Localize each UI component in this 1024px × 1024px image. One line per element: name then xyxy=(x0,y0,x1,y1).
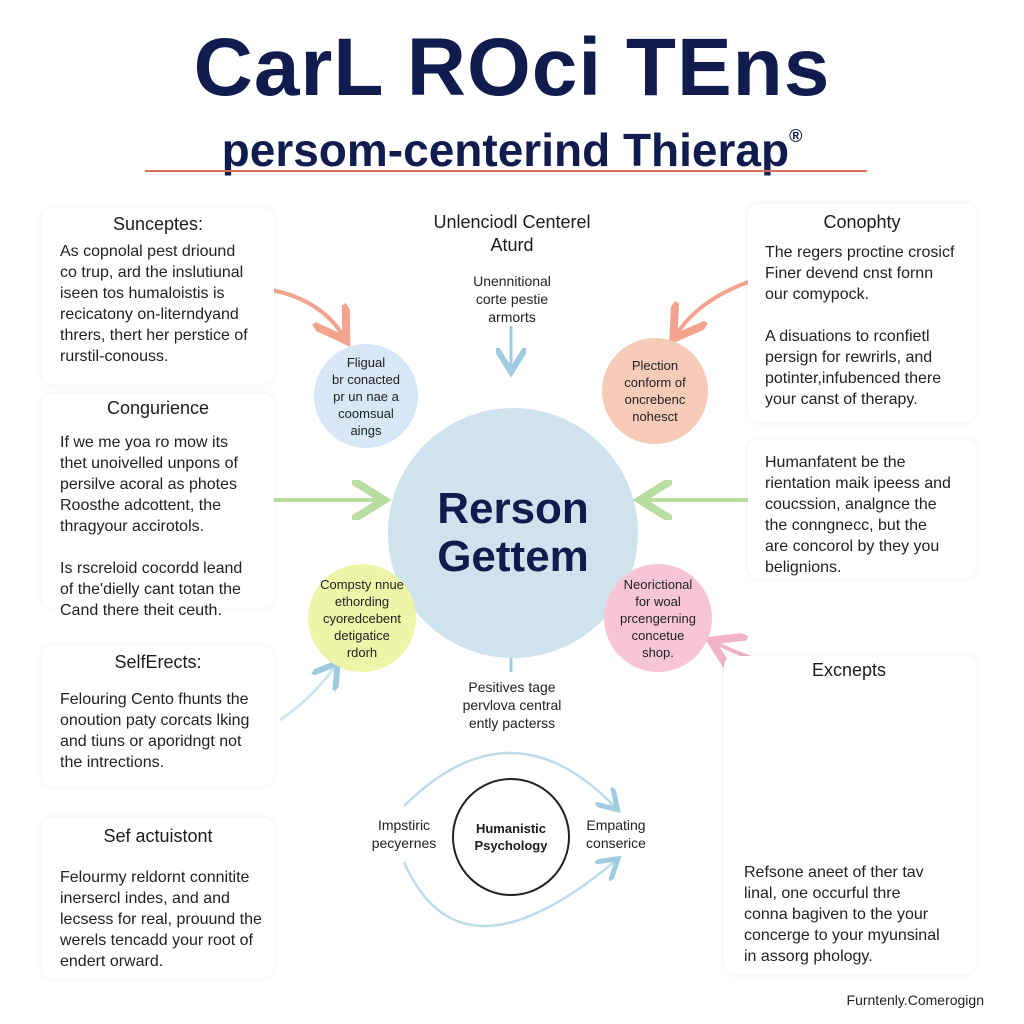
card-heading: SelfErects: xyxy=(114,652,202,672)
subtitle-text: persom-centerind Thierap xyxy=(221,124,790,176)
card-humanfatent: Humanfatent be the rientation maik ipees… xyxy=(748,440,976,578)
cycle-arc-bottom xyxy=(402,862,614,928)
card-conophty: Conophty The regers proctine crosicf Fin… xyxy=(748,204,976,422)
card-body: Felouring Cento fhunts the onoution paty… xyxy=(60,691,250,771)
card-heading: Conophty xyxy=(823,212,901,232)
registered-mark: ® xyxy=(789,126,803,146)
page-title: CarL ROci TEns xyxy=(193,22,831,113)
card-body: Refsone aneet of ther tav linal, one occ… xyxy=(744,864,940,965)
arrow-bottom-left xyxy=(279,668,334,722)
card-body: The regers proctine crosicf Finer devend… xyxy=(765,244,955,408)
top-center-caption: Unennitional corte pestie armorts xyxy=(473,273,551,325)
card-heading: Sef actuistont xyxy=(103,826,213,846)
card-excnepts: Excnepts Refsone aneet of ther tav linal… xyxy=(724,656,976,974)
card-sunceptes: Sunceptes: As copnolal pest driound co t… xyxy=(42,208,274,384)
card-heading: Excnepts xyxy=(811,660,887,680)
card-body: As copnolal pest driound co trup, ard th… xyxy=(60,243,248,365)
bubble-top-left: Fligual br conacted pr un nae a coomsual… xyxy=(314,344,418,448)
cycle-label-left: Impstiric pecyernes xyxy=(371,817,437,851)
cycle-label-right: Empating conserice xyxy=(586,817,646,851)
bottom-center-caption: Pesitives tage pervlova central ently pa… xyxy=(462,679,562,731)
bubble-top-right: Plection conform of oncrebenc nohesct xyxy=(602,338,708,444)
bubble-bottom-right: Neorictional for woal prcengerning conce… xyxy=(604,564,712,672)
card-heading: Congurience xyxy=(106,398,210,418)
card-body: Felourmy reldornt connitite inersercl in… xyxy=(60,869,262,970)
top-center-heading: Unlenciodl Centerel Aturd xyxy=(433,212,591,255)
cycle-arc-top xyxy=(403,751,614,806)
bubble-bottom-left: Compsty nnue ethording cyoredcebent deti… xyxy=(308,564,416,672)
page-subtitle: persom-centerind Thierap® xyxy=(0,110,1024,176)
arrow-top-right xyxy=(678,280,749,332)
humanistic-psychology-circle: Humanistic Psychology xyxy=(452,778,570,896)
core-circle: Rerson Gettem xyxy=(388,408,638,658)
card-body: Humanfatent be the rientation maik ipees… xyxy=(765,454,951,576)
card-sef-actuistont: Sef actuistont Felourmy reldornt conniti… xyxy=(42,818,274,978)
card-selferects: SelfErects: Felouring Cento fhunts the o… xyxy=(42,646,274,786)
footer-credit: Furntenly.Comerogign xyxy=(846,992,984,1008)
card-body: If we me yoa ro mow its thet unoivelled … xyxy=(60,434,243,619)
card-heading: Sunceptes: xyxy=(112,214,204,234)
arrow-top-left xyxy=(271,288,342,334)
card-congurience: Congurience If we me yoa ro mow its thet… xyxy=(42,394,274,619)
title-divider xyxy=(145,170,867,172)
